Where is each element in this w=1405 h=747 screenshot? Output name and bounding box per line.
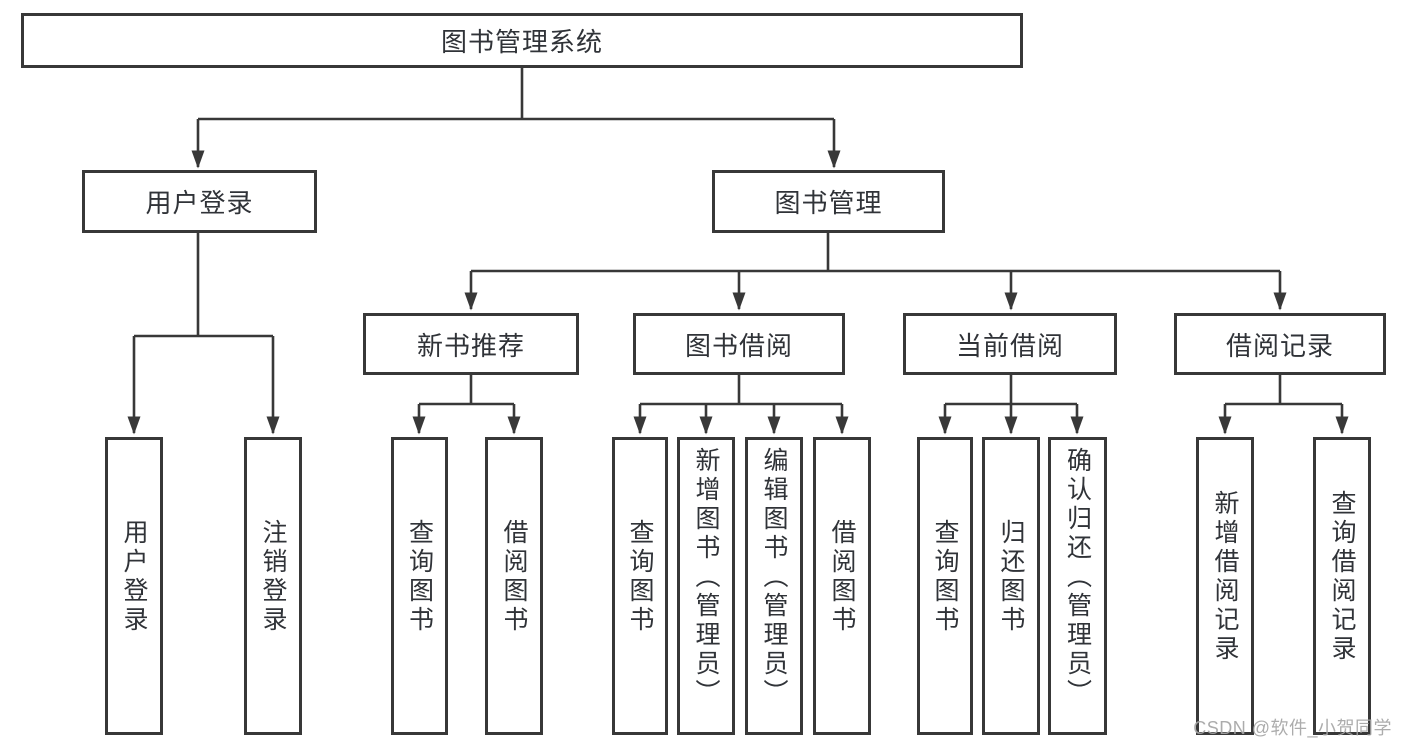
leaf-logout: 注销登录 [244, 437, 302, 735]
node-root: 图书管理系统 [21, 13, 1023, 68]
connector-root [191, 68, 841, 169]
leaf-confirm-return-admin: 确认归还（管理员） [1048, 437, 1107, 735]
leaf-borrow-books: 借阅图书 [813, 437, 871, 735]
node-current-borrow: 当前借阅 [903, 313, 1117, 375]
leaf-return-book: 归还图书 [982, 437, 1040, 735]
leaf-query-books-current: 查询图书 [917, 437, 973, 735]
node-user-login: 用户登录 [82, 170, 317, 233]
leaf-query-borrow-record: 查询借阅记录 [1313, 437, 1371, 735]
connector-book-management [464, 233, 1287, 311]
leaf-add-book-admin: 新增图书（管理员） [677, 437, 735, 735]
connector-borrow-records [1218, 375, 1349, 435]
leaf-user-login: 用户登录 [105, 437, 163, 735]
connector-new-book-recommend [412, 375, 521, 435]
connector-user-login [127, 233, 280, 435]
leaf-query-books-borrow: 查询图书 [612, 437, 668, 735]
connector-book-borrow [633, 375, 849, 435]
leaf-borrow-books-recommend: 借阅图书 [485, 437, 543, 735]
leaf-edit-book-admin: 编辑图书（管理员） [745, 437, 803, 735]
node-book-borrow: 图书借阅 [633, 313, 845, 375]
connector-current-borrow [938, 375, 1084, 435]
node-new-book-recommend: 新书推荐 [363, 313, 579, 375]
csdn-watermark: CSDN @软件_小贺同学 [1193, 718, 1392, 738]
leaf-add-borrow-record: 新增借阅记录 [1196, 437, 1254, 735]
leaf-query-books-recommend: 查询图书 [391, 437, 448, 735]
node-borrow-records: 借阅记录 [1174, 313, 1386, 375]
node-book-management: 图书管理 [712, 170, 945, 233]
